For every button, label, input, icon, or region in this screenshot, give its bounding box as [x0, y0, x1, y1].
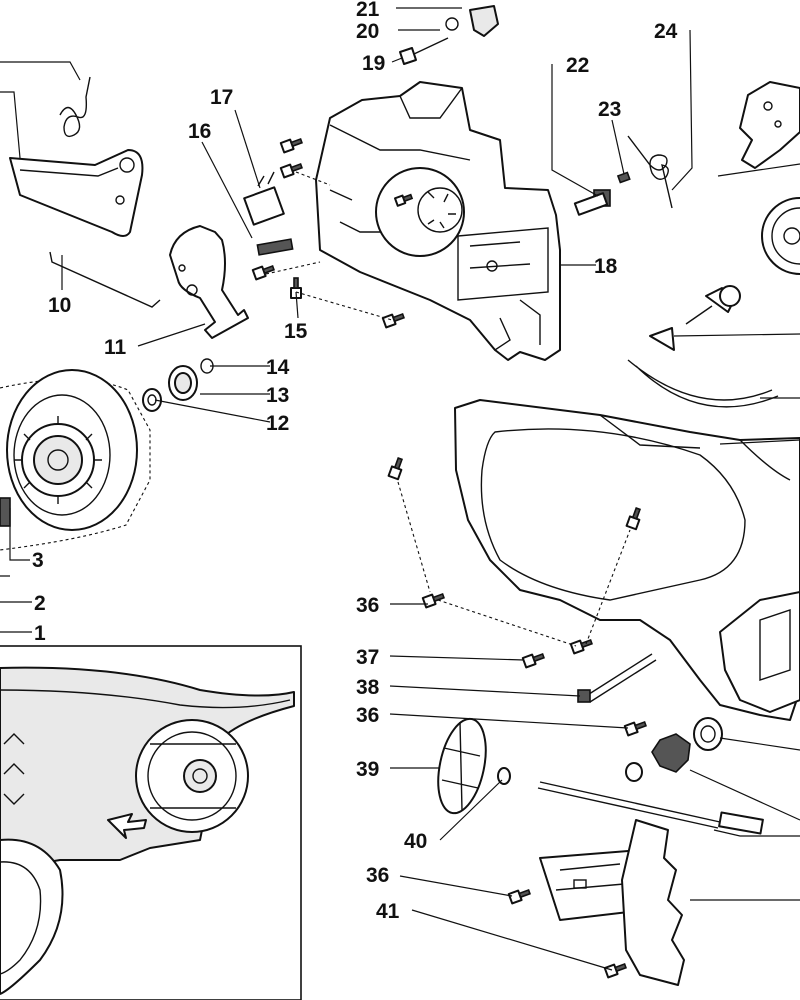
callout-11: 11: [104, 336, 127, 359]
callout-37: 37: [356, 646, 379, 669]
callout-16: 16: [188, 120, 211, 143]
callout-40: 40: [404, 830, 427, 853]
callout-38: 38: [356, 676, 380, 699]
bolt-part: [573, 189, 611, 216]
callout-10: 10: [48, 294, 71, 317]
bearing-parts: [142, 358, 214, 412]
main-housing-part: [315, 81, 561, 361]
handle-housing-part: [454, 399, 800, 721]
callout-23: 23: [598, 98, 621, 121]
right-bracket-part: [739, 81, 800, 169]
callout-36b: 36: [356, 704, 379, 727]
housing-screws: [251, 137, 414, 329]
callout-19: 19: [362, 52, 385, 75]
callout-labels: 21 20 19 17 16 22 23 24 18 10 11 15 14 1…: [32, 0, 678, 923]
knob-part: [437, 717, 487, 815]
callout-41: 41: [376, 900, 400, 923]
callout-36a: 36: [356, 594, 379, 617]
callout-20: 20: [356, 20, 379, 43]
callout-12: 12: [266, 412, 289, 435]
brake-lever-part: [169, 225, 249, 339]
threaded-rod-part: [537, 781, 764, 835]
callout-3: 3: [32, 549, 44, 572]
right-gear-part: [761, 197, 800, 275]
callout-24: 24: [654, 20, 678, 43]
callout-39: 39: [356, 758, 379, 781]
long-bolt-part: [577, 653, 657, 703]
callout-36c: 36: [366, 864, 389, 887]
lower-screws: [387, 457, 647, 979]
callout-1: 1: [34, 622, 46, 645]
callout-21: 21: [356, 0, 380, 21]
tension-knob-part: [625, 717, 723, 782]
callout-2: 2: [34, 592, 46, 615]
spring-small-part: [256, 238, 294, 256]
clutch-drum-part: [0, 369, 151, 551]
washer-part: [497, 767, 511, 785]
chain-guide-plate-part: [539, 819, 685, 986]
spring-part: [59, 76, 91, 138]
torsion-spring-part: [627, 135, 673, 209]
callout-22: 22: [566, 54, 589, 77]
microswitch-part: [243, 171, 285, 226]
pin-assembly-part: [399, 5, 499, 65]
cable-part: [627, 359, 779, 408]
right-adjuster-part: [649, 285, 800, 351]
rod-part: [49, 251, 161, 308]
inset-detail-box: [0, 645, 302, 1000]
callout-17: 17: [210, 86, 233, 109]
small-screw-part: [616, 171, 631, 184]
callout-13: 13: [266, 384, 289, 407]
lever-bracket-part: [9, 149, 144, 237]
leader-lines: [0, 7, 800, 971]
callout-15: 15: [284, 320, 308, 343]
callout-18: 18: [594, 255, 618, 278]
callout-14: 14: [266, 356, 290, 379]
